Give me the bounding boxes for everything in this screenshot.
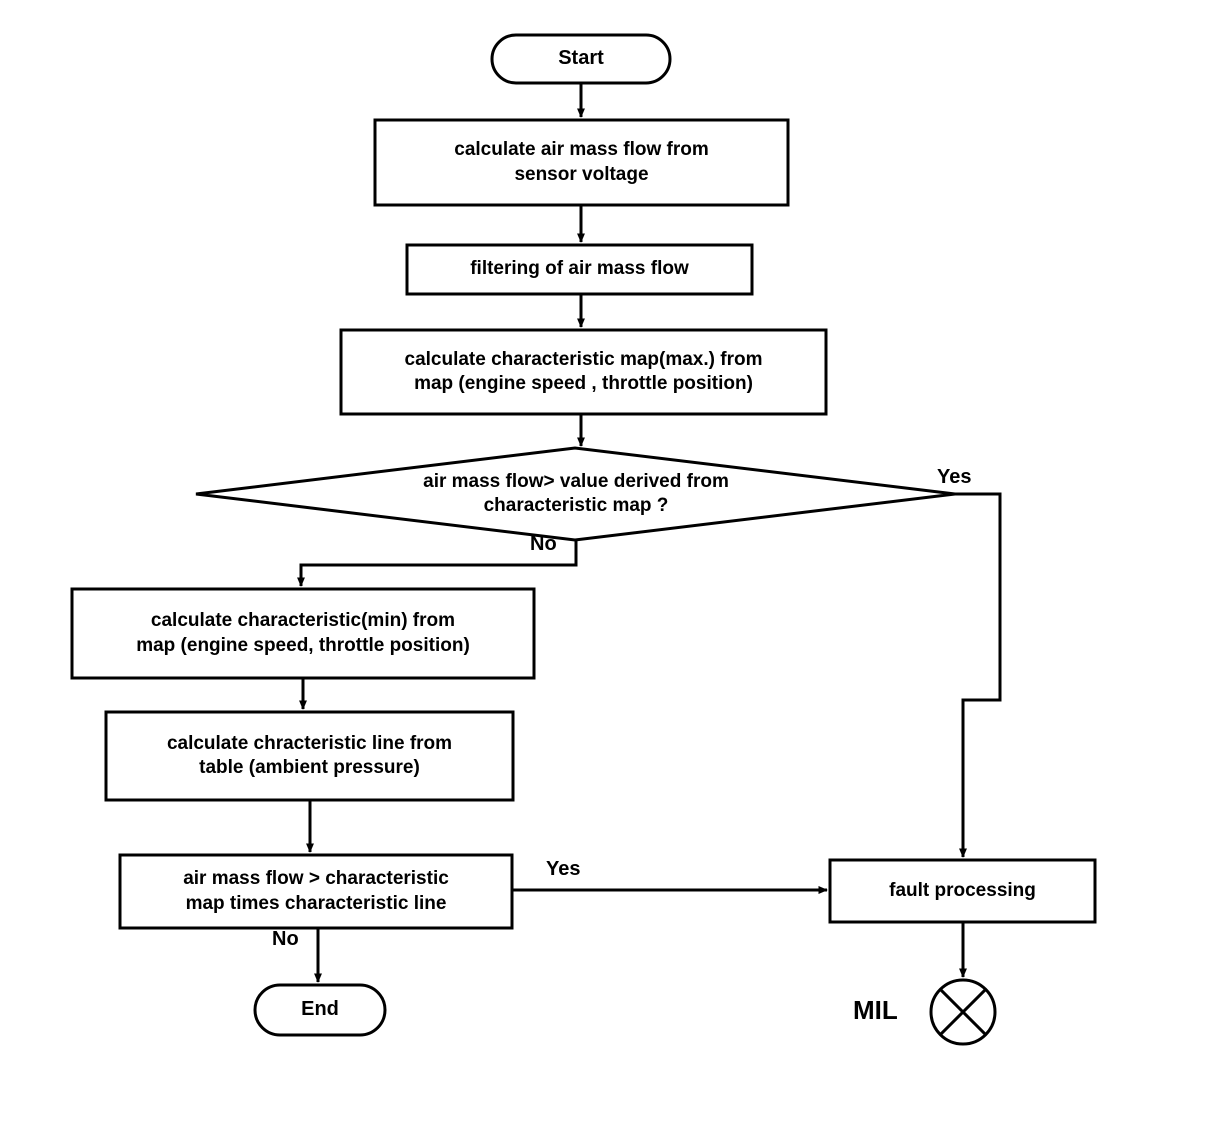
shape-calc-char-line — [104, 710, 515, 802]
shape-decision-map — [195, 446, 956, 542]
edge-decision-yes-to-fault — [955, 492, 1002, 858]
shape-calc-map-max — [339, 328, 828, 416]
mil-lamp-icon — [929, 978, 997, 1046]
shape-end — [253, 983, 387, 1037]
shape-calc-air-mass-flow — [373, 118, 790, 207]
edge-decision-no-to-min — [297, 540, 578, 587]
mil-label: MIL — [853, 995, 898, 1025]
shape-filtering — [405, 243, 754, 296]
shape-start — [490, 33, 672, 85]
edge-label-no-line: No — [272, 928, 299, 950]
edge-label-yes-map: Yes — [937, 466, 972, 488]
edge-label-no-map: No — [530, 533, 557, 555]
shape-calc-char-min — [70, 587, 536, 680]
shape-decision-line — [118, 853, 514, 930]
edge-label-yes-line: Yes — [546, 858, 581, 880]
shape-fault-processing — [828, 858, 1097, 924]
